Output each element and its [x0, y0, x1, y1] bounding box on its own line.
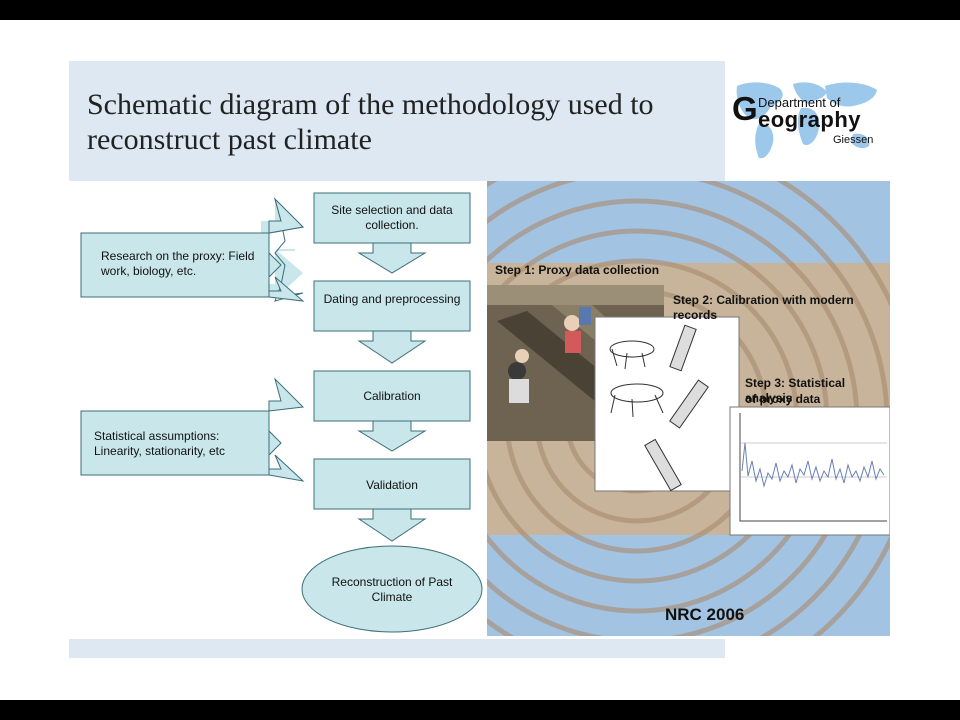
step-box-calibration [313, 370, 471, 422]
step-site-selection-text: Site selection and data collection. [331, 203, 453, 232]
input-arrow-statistics-upper [268, 377, 305, 412]
input-arrow-research-lower [268, 276, 305, 302]
input-box-statistics-body [80, 410, 270, 476]
flowchart-shapes [80, 192, 483, 633]
step-validation-text: Validation [366, 478, 418, 492]
bottom-strip [69, 639, 725, 658]
world-map-icon [736, 82, 877, 159]
logo-department-text: Department of [758, 95, 841, 110]
input-arrow-statistics-lower [268, 454, 305, 482]
step3-label-line2: of proxy data [745, 392, 821, 406]
title-band: Schematic diagram of the methodology use… [69, 61, 725, 181]
figure-panel: Step 1: Proxy data collection Step 2: Ca… [487, 181, 890, 636]
input-notch-research [268, 251, 282, 279]
step3-label-line1: Step 3: Statistical analysis [745, 376, 846, 405]
input-notch-statistics [268, 429, 282, 457]
logo-geography-text: eography [758, 107, 862, 132]
down-arrow-4 [357, 508, 427, 542]
step-calibration-text: Calibration [363, 389, 421, 403]
down-arrow-2 [357, 330, 427, 364]
step-dating-text: Dating and preprocessing [323, 292, 461, 306]
figure-illustration [487, 181, 890, 636]
step2-label: Step 2: Calibration with modern records [673, 293, 854, 322]
input-arrow-research-upper [268, 197, 305, 234]
citation: NRC 2006 [665, 605, 745, 624]
letterbox-bottom [0, 700, 960, 720]
department-logo: G Department of eography Giessen [729, 78, 881, 164]
down-arrow-1 [357, 242, 427, 274]
tree-core-sketch [594, 316, 740, 492]
step-box-validation [313, 458, 471, 510]
input-statistics-text: Statistical assumptions: Linearity, stat… [94, 429, 225, 458]
down-arrow-3 [357, 420, 427, 452]
logo-initial: G [732, 90, 758, 127]
result-ellipse [301, 545, 483, 633]
letterbox-top [0, 0, 960, 20]
step1-label: Step 1: Proxy data collection [495, 263, 660, 277]
result-text: Reconstruction of Past Climate [331, 575, 453, 604]
step-box-dating [313, 280, 471, 332]
logo-city-text: Giessen [833, 134, 874, 146]
methodology-flowchart: Research on the proxy: Field work, biolo… [69, 181, 487, 639]
input-research-text: Research on the proxy: Field work, biolo… [101, 249, 255, 278]
slide-title: Schematic diagram of the methodology use… [87, 88, 654, 156]
input-box-research-body [80, 232, 270, 298]
time-series-plot [729, 406, 890, 536]
